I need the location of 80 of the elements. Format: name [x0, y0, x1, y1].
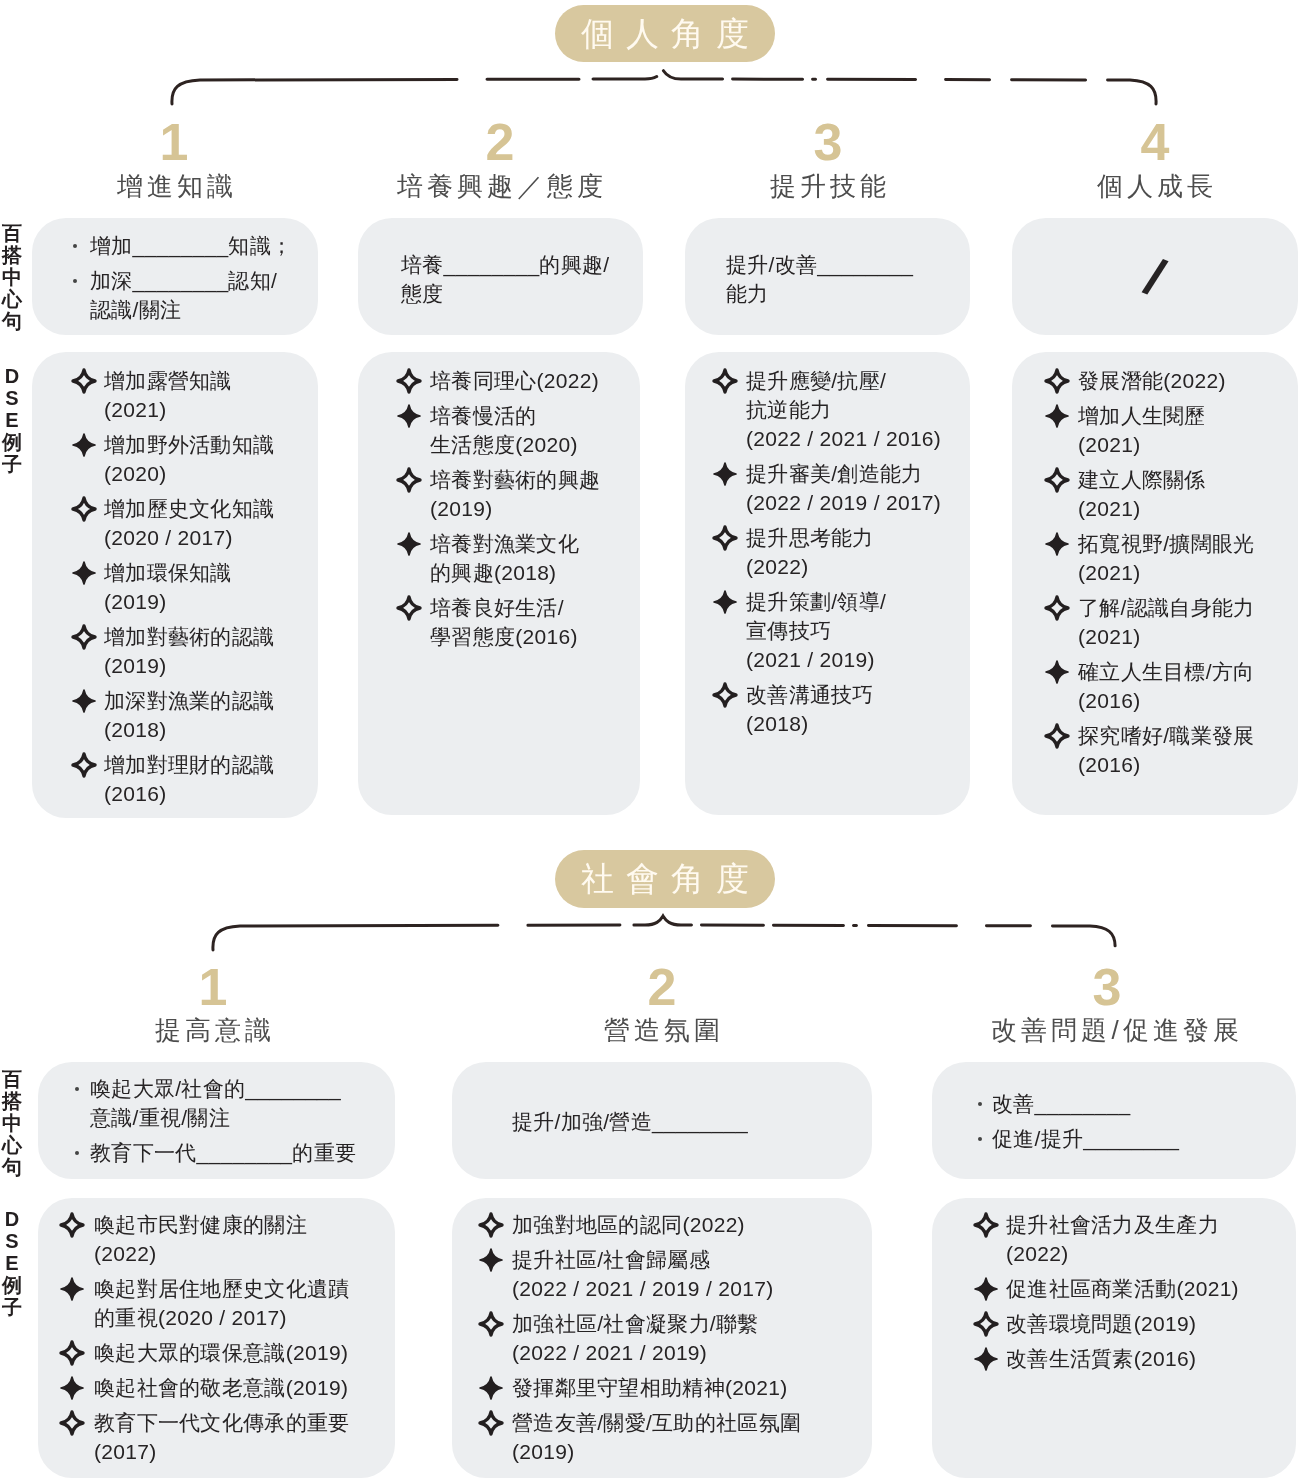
example-text: 提升應變/抗壓/抗逆能力(2022 / 2021 / 2016) [746, 368, 942, 452]
template-sentence: 改善________ [992, 1091, 1131, 1118]
example-text: 培養慢活的生活態度(2020) [430, 403, 578, 458]
example-text: 教育下一代文化傳承的重要(2017) [94, 1410, 350, 1465]
row-label: 百搭中心句 [2, 1068, 22, 1178]
example-box [358, 352, 640, 815]
step-number: 2 [485, 116, 515, 168]
example-text: 提升社會活力及生產力(2022) [1006, 1212, 1219, 1267]
row-label: 百搭中心句 [2, 222, 22, 332]
category-title: 社會角度 [580, 859, 761, 899]
template-sentence: 提升/改善________能力 [726, 252, 914, 307]
category-pill [555, 850, 775, 908]
example-text: 喚起大眾的環保意識(2019) [94, 1340, 349, 1366]
example-box [38, 1198, 395, 1478]
example-text: 加強社區/社會凝聚力/聯繫(2022 / 2021 / 2019) [512, 1311, 759, 1366]
example-text: 建立人際關係(2021) [1078, 467, 1206, 522]
example-text: 培養對藝術的興趣(2019) [430, 467, 601, 522]
example-text: 促進社區商業活動(2021) [1006, 1276, 1239, 1302]
column-heading: 改善問題/促進發展 [990, 1014, 1243, 1046]
example-box [1012, 352, 1298, 815]
step-number: 3 [813, 116, 843, 168]
example-text: 喚起社會的敬老意識(2019) [94, 1375, 349, 1401]
example-text: 探究嗜好/職業發展(2016) [1078, 723, 1255, 778]
example-text: 培養同理心(2022) [430, 368, 599, 394]
step-number: 1 [159, 116, 189, 168]
step-number: 2 [647, 961, 677, 1013]
example-text: 增加野外活動知識(2020) [104, 432, 275, 487]
column-heading: 提高意識 [154, 1014, 275, 1046]
template-sentence: 增加________知識； [90, 233, 293, 260]
row-label: DSE例子 [2, 1208, 22, 1318]
column-heading: 個人成長 [1096, 170, 1217, 202]
example-text: 發揮鄰里守望相助精神(2021) [512, 1375, 788, 1401]
category-title: 個人角度 [580, 13, 761, 54]
row-label: DSE例子 [2, 365, 22, 475]
blank-mark: / [1138, 249, 1172, 304]
example-text: 喚起市民對健康的關注(2022) [94, 1212, 307, 1267]
template-sentence: 提升/加強/營造________ [512, 1109, 748, 1136]
step-number: 1 [198, 961, 228, 1013]
template-sentence: 教育下一代________的重要 [90, 1140, 357, 1167]
column-heading: 培養興趣／態度 [396, 170, 607, 202]
step-number: 3 [1092, 961, 1122, 1013]
example-text: 培養良好生活/學習態度(2016) [430, 595, 578, 650]
example-text: 提升社區/社會歸屬感(2022 / 2021 / 2019 / 2017) [512, 1247, 774, 1302]
example-box [452, 1198, 872, 1478]
example-text: 增加人生閱歷(2021) [1078, 403, 1206, 458]
step-number: 4 [1140, 116, 1170, 168]
example-text: 提升審美/創造能力(2022 / 2019 / 2017) [746, 461, 942, 516]
example-text: 增加露營知識(2021) [104, 368, 232, 423]
example-text: 喚起對居住地歷史文化遺蹟的重視(2020 / 2017) [94, 1276, 350, 1331]
example-text: 改善環境問題(2019) [1006, 1311, 1197, 1337]
example-text: 確立人生目標/方向(2016) [1078, 659, 1255, 714]
example-text: 提升思考能力(2022) [746, 525, 874, 580]
example-box [932, 1198, 1296, 1478]
example-text: 營造友善/關愛/互助的社區氛圍(2019) [512, 1410, 802, 1465]
example-text: 培養對漁業文化的興趣(2018) [430, 531, 580, 586]
template-sentence-box [932, 1062, 1296, 1179]
example-text: 增加環保知識(2019) [104, 560, 232, 615]
column-heading: 提升技能 [769, 170, 890, 202]
example-text: 提升策劃/領導/宣傳技巧(2021 / 2019) [746, 589, 887, 673]
example-text: 增加對藝術的認識(2019) [104, 624, 275, 679]
example-text: 增加對理財的認識(2016) [104, 752, 275, 807]
example-text: 改善溝通技巧(2018) [746, 682, 874, 737]
example-text: 加深對漁業的認識(2018) [104, 688, 275, 743]
column-heading: 營造氛圍 [603, 1014, 724, 1046]
template-sentence: 培養________的興趣/態度 [401, 252, 610, 307]
template-sentence-box [38, 1062, 395, 1179]
template-sentence: 促進/提升________ [992, 1126, 1180, 1153]
example-text: 拓寬視野/擴闊眼光(2021) [1078, 531, 1255, 586]
template-sentence: 喚起大眾/社會的________意識/重視/關注 [90, 1076, 342, 1131]
example-text: 改善生活質素(2016) [1006, 1346, 1197, 1372]
example-text: 了解/認識自身能力(2021) [1078, 595, 1255, 650]
template-sentence: 加深________認知/認識/關注 [90, 268, 278, 323]
example-text: 發展潛能(2022) [1078, 368, 1226, 394]
example-text: 增加歷史文化知識(2020 / 2017) [104, 496, 275, 551]
example-box [32, 352, 318, 818]
category-pill [555, 5, 775, 62]
example-box [685, 352, 970, 815]
example-text: 加強對地區的認同(2022) [512, 1212, 745, 1238]
template-sentence-box [32, 218, 318, 335]
column-heading: 增進知識 [116, 170, 237, 202]
